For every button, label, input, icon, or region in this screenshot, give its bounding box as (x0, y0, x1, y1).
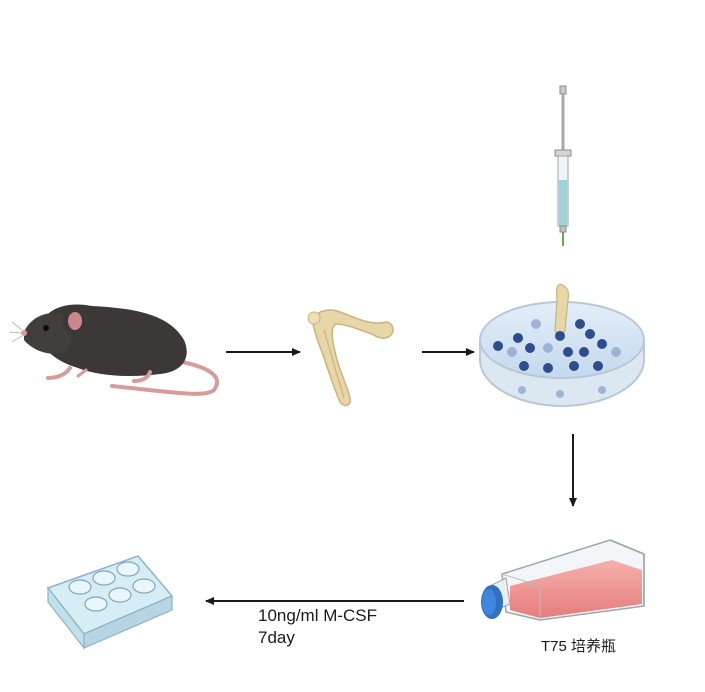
flask-label: T75 培养瓶 (541, 638, 617, 655)
culture-flask-icon (481, 539, 645, 621)
syringe-icon (554, 85, 572, 246)
culture-duration-label: 7day (258, 628, 295, 647)
culture-condition-label: 10ng/ml M-CSF (258, 606, 378, 625)
well-plate-icon (46, 555, 174, 650)
mouse-icon (9, 304, 219, 396)
bone-icon (307, 309, 394, 407)
cells (493, 319, 621, 398)
petri-dish-icon (479, 283, 645, 408)
